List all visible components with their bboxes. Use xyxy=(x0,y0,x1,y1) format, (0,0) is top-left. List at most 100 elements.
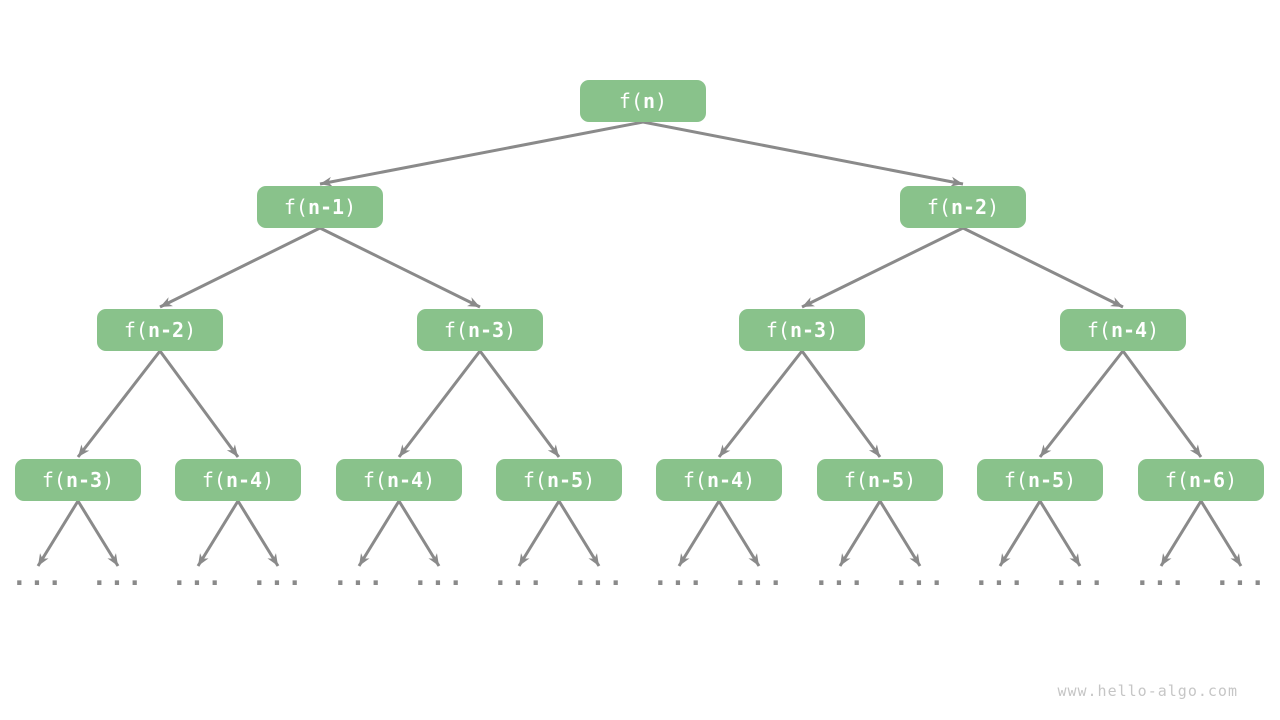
node-label-suffix: ) xyxy=(904,468,917,492)
node-label-arg: n-1 xyxy=(307,195,345,219)
node-label-suffix: ) xyxy=(344,195,357,219)
node-label-suffix: ) xyxy=(743,468,756,492)
tree-node-fn-1: f(n-1) xyxy=(257,186,383,228)
ellipsis-leaf: ... xyxy=(1134,562,1188,592)
tree-node-fn-6: f(n-6) xyxy=(1138,459,1264,501)
tree-edge-n11-l8 xyxy=(677,500,721,567)
node-label-arg: n-2 xyxy=(147,318,185,342)
ellipsis-leaf: ... xyxy=(91,562,145,592)
tree-edge-n2-n5 xyxy=(801,226,964,309)
tree-node-fn-5: f(n-5) xyxy=(817,459,943,501)
tree-edge-n4-n9 xyxy=(397,350,482,458)
ellipsis-leaf: ... xyxy=(652,562,706,592)
ellipsis-leaf: ... xyxy=(171,562,225,592)
tree-edge-n13-l12 xyxy=(998,500,1042,567)
node-label-prefix: f( xyxy=(41,468,66,492)
node-label-suffix: ) xyxy=(655,89,668,113)
node-label-suffix: ) xyxy=(184,318,197,342)
node-label-arg: n-5 xyxy=(867,468,905,492)
node-label-arg: n-3 xyxy=(65,468,103,492)
tree-edge-n10-l6 xyxy=(517,500,561,567)
tree-edge-n5-n11 xyxy=(717,350,804,458)
node-label-arg: n-3 xyxy=(789,318,827,342)
ellipsis-leaf: ... xyxy=(332,562,386,592)
tree-edge-n3-n7 xyxy=(76,350,162,458)
ellipsis-leaf: ... xyxy=(813,562,867,592)
node-label-prefix: f( xyxy=(682,468,707,492)
node-label-prefix: f( xyxy=(1003,468,1028,492)
node-label-arg: n-4 xyxy=(1110,318,1148,342)
ellipsis-leaf: ... xyxy=(1214,562,1268,592)
tree-edge-n6-n14 xyxy=(1121,350,1203,458)
tree-edge-n14-l15 xyxy=(1199,500,1243,567)
ellipsis-leaf: ... xyxy=(11,562,65,592)
tree-edge-n1-n3 xyxy=(159,226,321,309)
tree-edge-n5-n12 xyxy=(800,350,882,458)
ellipsis-leaf: ... xyxy=(893,562,947,592)
node-label-arg: n-4 xyxy=(386,468,424,492)
node-label-suffix: ) xyxy=(826,318,839,342)
node-label-prefix: f( xyxy=(283,195,308,219)
tree-edge-n9-l5 xyxy=(397,500,441,567)
tree-node-fn-3: f(n-3) xyxy=(15,459,141,501)
node-label-suffix: ) xyxy=(1225,468,1238,492)
node-label-arg: n-2 xyxy=(950,195,988,219)
node-label-arg: n-5 xyxy=(1027,468,1065,492)
tree-edge-n13-l13 xyxy=(1038,500,1082,567)
tree-edge-n8-l3 xyxy=(236,500,280,567)
tree-edge-n9-l4 xyxy=(357,500,401,567)
ellipsis-leaf: ... xyxy=(1053,562,1107,592)
node-label-suffix: ) xyxy=(1147,318,1160,342)
tree-edge-n11-l9 xyxy=(717,500,761,567)
node-label-suffix: ) xyxy=(504,318,517,342)
node-label-prefix: f( xyxy=(362,468,387,492)
tree-edge-n6-n13 xyxy=(1038,350,1125,458)
tree-node-fn-5: f(n-5) xyxy=(496,459,622,501)
tree-edge-n1-n4 xyxy=(319,226,481,309)
node-label-prefix: f( xyxy=(1086,318,1111,342)
tree-edge-n12-l10 xyxy=(838,500,882,567)
ellipsis-leaf: ... xyxy=(973,562,1027,592)
tree-edge-n0-n2 xyxy=(642,120,964,187)
node-label-arg: n-4 xyxy=(706,468,744,492)
node-label-suffix: ) xyxy=(423,468,436,492)
node-label-arg: n-6 xyxy=(1188,468,1226,492)
tree-node-fn: f(n) xyxy=(580,80,706,122)
tree-edge-n4-n10 xyxy=(478,350,561,458)
watermark: www.hello-algo.com xyxy=(1057,682,1238,700)
tree-node-fn-4: f(n-4) xyxy=(1060,309,1186,351)
node-label-prefix: f( xyxy=(443,318,468,342)
node-label-prefix: f( xyxy=(618,89,643,113)
node-label-prefix: f( xyxy=(201,468,226,492)
tree-edge-n7-l0 xyxy=(36,500,80,567)
node-label-suffix: ) xyxy=(1064,468,1077,492)
node-label-suffix: ) xyxy=(987,195,1000,219)
ellipsis-leaf: ... xyxy=(412,562,466,592)
node-label-arg: n-3 xyxy=(467,318,505,342)
node-label-arg: n-5 xyxy=(546,468,584,492)
node-label-suffix: ) xyxy=(262,468,275,492)
node-label-suffix: ) xyxy=(583,468,596,492)
node-label-prefix: f( xyxy=(765,318,790,342)
tree-node-fn-2: f(n-2) xyxy=(900,186,1026,228)
node-label-arg: n-4 xyxy=(225,468,263,492)
tree-edge-n12-l11 xyxy=(878,500,922,567)
node-label-prefix: f( xyxy=(1164,468,1189,492)
tree-node-fn-5: f(n-5) xyxy=(977,459,1103,501)
tree-edge-n0-n1 xyxy=(319,120,644,187)
tree-edge-n3-n8 xyxy=(158,350,240,458)
tree-node-fn-4: f(n-4) xyxy=(175,459,301,501)
tree-node-fn-4: f(n-4) xyxy=(336,459,462,501)
node-label-prefix: f( xyxy=(843,468,868,492)
node-label-suffix: ) xyxy=(102,468,115,492)
node-label-prefix: f( xyxy=(926,195,951,219)
ellipsis-leaf: ... xyxy=(732,562,786,592)
ellipsis-leaf: ... xyxy=(251,562,305,592)
tree-node-fn-2: f(n-2) xyxy=(97,309,223,351)
tree-node-fn-3: f(n-3) xyxy=(417,309,543,351)
tree-edge-n8-l2 xyxy=(196,500,240,567)
tree-edge-n10-l7 xyxy=(557,500,601,567)
tree-edge-n14-l14 xyxy=(1159,500,1203,567)
node-label-prefix: f( xyxy=(522,468,547,492)
tree-edge-n7-l1 xyxy=(76,500,120,567)
